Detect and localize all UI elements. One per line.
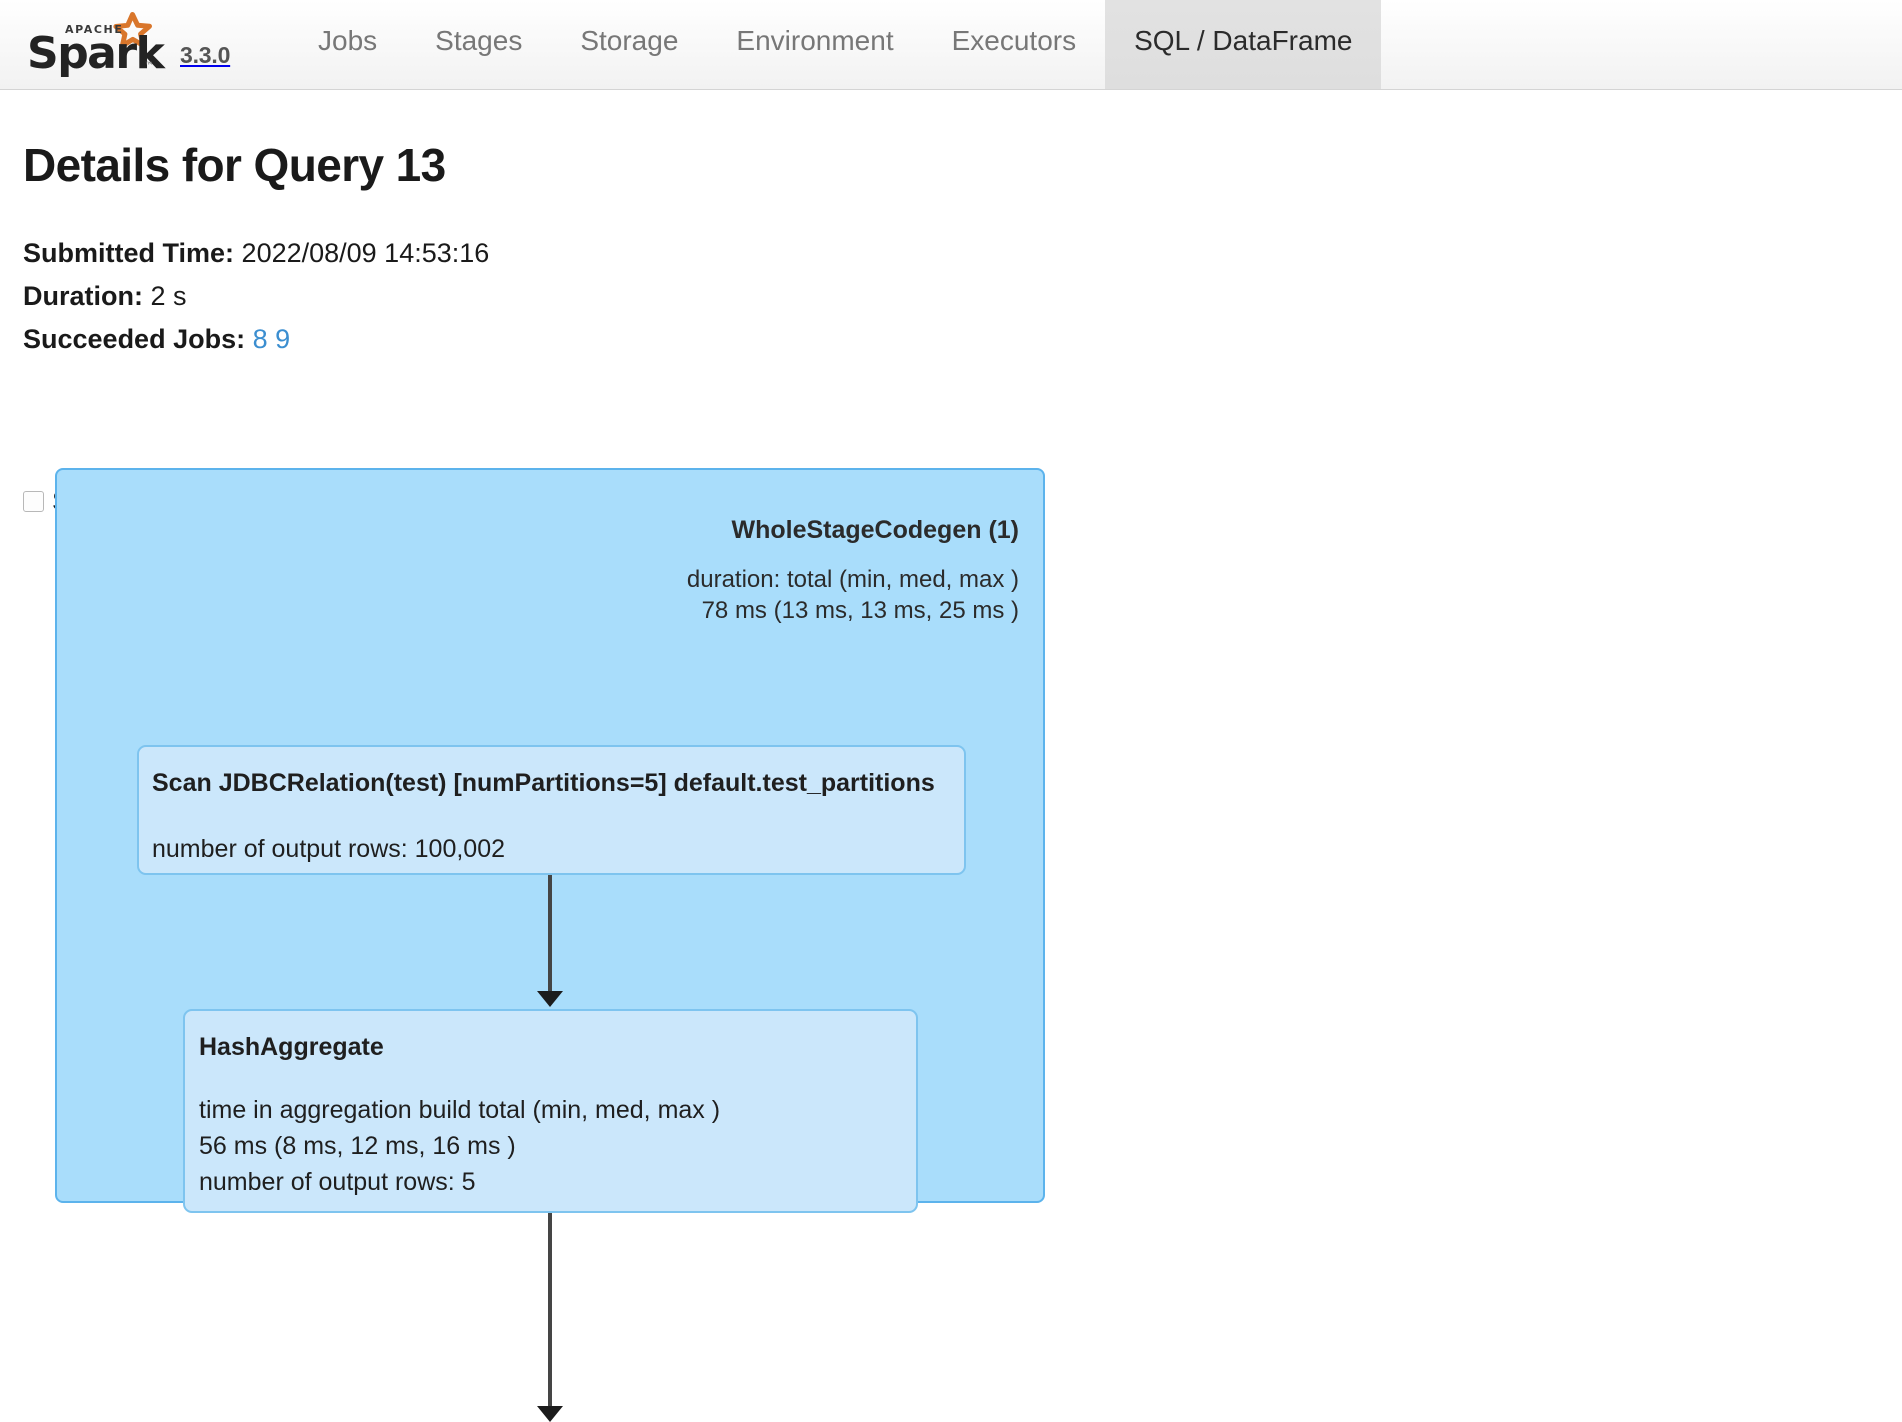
- duration-label: Duration:: [23, 281, 143, 311]
- svg-text:APACHE: APACHE: [65, 23, 123, 36]
- svg-text:™: ™: [144, 61, 154, 72]
- succeeded-job-link-9[interactable]: 9: [275, 324, 291, 354]
- show-stage-task-id-checkbox[interactable]: [23, 491, 44, 512]
- page-title: Details for Query 13: [23, 139, 446, 191]
- plan-node-metric: time in aggregation build total (min, me…: [199, 1096, 721, 1124]
- plan-node-metric: number of output rows: 5: [199, 1168, 476, 1196]
- submitted-time-label: Submitted Time:: [23, 238, 235, 268]
- apache-spark-logo-icon: APACHE Spark ™: [24, 11, 174, 79]
- query-metadata: Submitted Time: 2022/08/09 14:53:16 Dura…: [23, 232, 489, 361]
- plan-node-metric: 56 ms (8 ms, 12 ms, 16 ms ): [199, 1132, 516, 1160]
- duration-value: 2 s: [150, 281, 187, 311]
- succeeded-jobs-row: Succeeded Jobs: 8 9: [23, 318, 489, 361]
- plan-edge-hashaggregate-to-next: [548, 1213, 552, 1408]
- svg-text:Spark: Spark: [27, 28, 167, 79]
- spark-version-label: 3.3.0: [180, 42, 231, 68]
- plan-node-scan-jdbcrelation[interactable]: Scan JDBCRelation(test) [numPartitions=5…: [137, 745, 966, 875]
- tab-jobs[interactable]: Jobs: [318, 24, 378, 56]
- tab-environment[interactable]: Environment: [736, 24, 894, 56]
- plan-edge-arrowhead-scan-to-hashaggregate: [537, 991, 563, 1007]
- plan-node-hashaggregate[interactable]: HashAggregate time in aggregation build …: [183, 1009, 918, 1213]
- top-navigation-bar: APACHE Spark ™ 3.3.0 Jobs Stages Storage…: [0, 0, 1902, 90]
- cluster-metric-line-2: 78 ms (13 ms, 13 ms, 25 ms ): [701, 597, 1019, 624]
- tab-sql-dataframe[interactable]: SQL / DataFrame: [1105, 0, 1382, 89]
- cluster-metrics: duration: total (min, med, max ) 78 ms (…: [57, 564, 1019, 626]
- plan-node-metrics: time in aggregation build total (min, me…: [199, 1092, 916, 1200]
- nav-tab-list: Jobs Stages Storage Environment Executor…: [289, 0, 1382, 89]
- plan-node-title: Scan JDBCRelation(test) [numPartitions=5…: [152, 769, 935, 797]
- cluster-title: WholeStageCodegen (1): [731, 516, 1019, 544]
- tab-storage[interactable]: Storage: [580, 24, 679, 56]
- cluster-metric-line-1: duration: total (min, med, max ): [686, 566, 1019, 593]
- plan-edge-scan-to-hashaggregate: [548, 875, 552, 993]
- tab-executors[interactable]: Executors: [951, 24, 1077, 56]
- plan-node-metric: number of output rows: 100,002: [152, 835, 506, 863]
- spark-logo-link[interactable]: APACHE Spark ™ 3.3.0: [24, 0, 230, 89]
- plan-edge-arrowhead-hashaggregate-to-next: [537, 1406, 563, 1422]
- tab-stages[interactable]: Stages: [435, 24, 523, 56]
- submitted-time-row: Submitted Time: 2022/08/09 14:53:16: [23, 232, 489, 275]
- succeeded-job-link-8[interactable]: 8: [252, 324, 268, 354]
- plan-node-title: HashAggregate: [199, 1033, 384, 1061]
- succeeded-jobs-label: Succeeded Jobs:: [23, 324, 246, 354]
- submitted-time-value: 2022/08/09 14:53:16: [241, 238, 490, 268]
- sql-plan-graph: WholeStageCodegen (1) duration: total (m…: [0, 90, 1902, 1422]
- duration-row: Duration: 2 s: [23, 275, 489, 318]
